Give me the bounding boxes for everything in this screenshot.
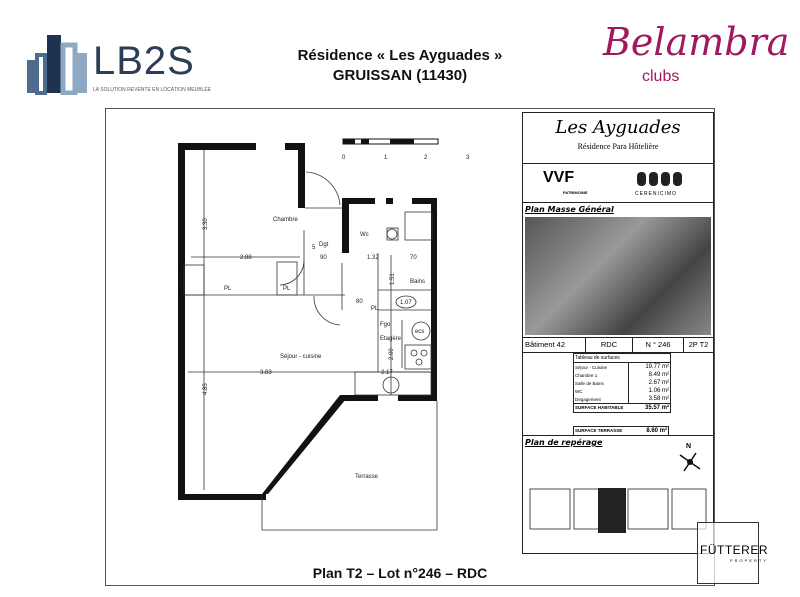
svg-text:Fgo: Fgo	[380, 322, 391, 328]
svg-text:Bains: Bains	[410, 279, 425, 285]
svg-text:90: 90	[320, 255, 327, 261]
walls	[178, 143, 437, 500]
city-subtitle: GRUISSAN (11430)	[332, 67, 468, 84]
scale-tick: 2	[424, 155, 428, 161]
scale-tick: 3	[466, 155, 470, 161]
svg-text:1.51: 1.51	[390, 273, 396, 285]
scale-tick: 1	[384, 155, 388, 161]
residence-name: Les Ayguades	[555, 117, 681, 138]
lb2s-logo: LB2S LA SOLUTION REVENTE EN LOCATION MEU…	[25, 25, 215, 97]
plan-caption: Plan T2 – Lot n°246 – RDC	[312, 565, 488, 581]
lot-info-row: Bâtiment 42 RDC N ° 246 2P T2	[523, 337, 713, 353]
svg-text:Séjour - cuisine: Séjour - cuisine	[280, 354, 322, 360]
location-plan	[529, 488, 707, 533]
svg-text:Etagère: Etagère	[380, 336, 402, 342]
svg-text:70: 70	[410, 255, 417, 261]
dimension-labels: 3.30 2.88 90 1.32 70 1.51 80 1.07 2.00 3…	[203, 218, 417, 395]
room-labels: Chambre Dgt Wc Bains Séjour - cuisine Te…	[224, 217, 425, 480]
svg-text:PL: PL	[371, 306, 379, 312]
svg-text:ecs: ecs	[415, 329, 424, 335]
lb2s-tagline: LA SOLUTION REVENTE EN LOCATION MEUBLÉE	[93, 87, 211, 93]
svg-text:3.83: 3.83	[260, 370, 272, 376]
svg-text:1.32: 1.32	[367, 255, 379, 261]
info-panel: Les Ayguades Résidence Para Hôtelière VV…	[522, 112, 714, 554]
residence-title: Résidence « Les Ayguades »	[297, 47, 503, 64]
north-label: N	[686, 443, 692, 450]
cerenicimo-arches-icon	[637, 172, 682, 186]
compass-icon	[679, 452, 701, 472]
svg-text:PL: PL	[283, 286, 291, 292]
lb2s-wordmark: LB2S	[93, 39, 195, 83]
svg-text:2.00: 2.00	[389, 348, 395, 360]
reperage-title: Plan de repérage	[525, 438, 603, 447]
vvf-logo: VVF	[543, 169, 575, 186]
svg-text:4.85: 4.85	[203, 383, 209, 395]
svg-text:3.30: 3.30	[203, 218, 209, 230]
svg-text:Wc: Wc	[360, 232, 369, 238]
svg-text:1.07: 1.07	[400, 300, 412, 306]
svg-text:2.88: 2.88	[240, 255, 252, 261]
vvf-sub: PATRIMOINE	[563, 190, 588, 195]
belambra-clubs: clubs	[642, 68, 680, 85]
residence-type: Résidence Para Hôtelière	[577, 142, 659, 151]
svg-text:PL: PL	[224, 286, 232, 292]
svg-text:80: 80	[356, 299, 363, 305]
futterer-logo: FÜTTERER PROPERTY	[697, 522, 768, 584]
cerenicimo-logo: CERENICIMO	[635, 191, 677, 197]
partitions	[183, 150, 438, 531]
svg-text:2.17: 2.17	[381, 370, 393, 376]
scale-tick: 0	[342, 155, 346, 161]
svg-text:Terrasse: Terrasse	[355, 474, 379, 480]
site-plan-image	[525, 217, 711, 335]
svg-text:5: 5	[312, 245, 316, 251]
scale-bar: 0 1 2 3	[342, 138, 470, 161]
plan-frame	[105, 108, 715, 586]
floor-plan: 0 1 2 3 Chambre Dgt Wc Bains S	[178, 138, 470, 531]
svg-text:Dgt: Dgt	[319, 242, 329, 248]
svg-text:Chambre: Chambre	[273, 217, 298, 223]
belambra-logo: Belambra	[603, 20, 790, 64]
masse-title: Plan Masse Général	[525, 205, 614, 214]
highlighted-lot	[598, 488, 626, 533]
buildings-icon	[27, 35, 87, 95]
